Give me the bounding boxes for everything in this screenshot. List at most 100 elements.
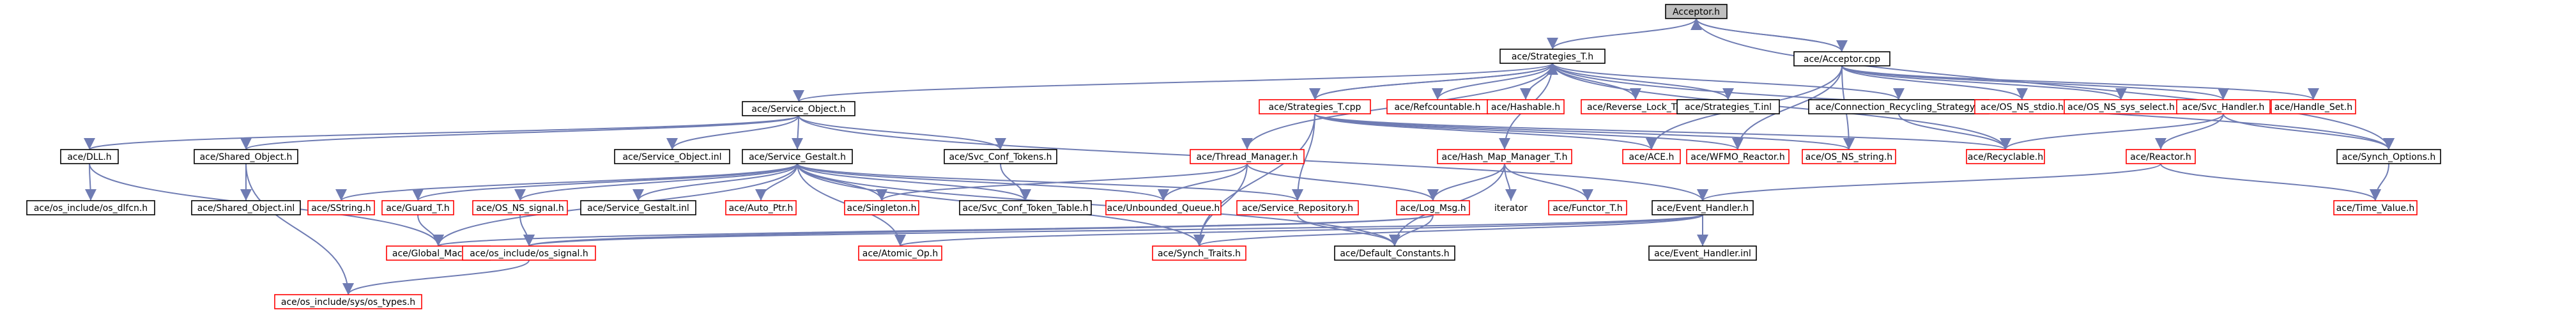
edge-service-object-h-to-shared-object-h [240,115,799,150]
node-label: Acceptor.h [1673,7,1720,17]
node-box [944,149,1057,164]
node-box [1437,149,1572,164]
node-strategies-t-inl[interactable]: ace/Strategies_T.inl [1676,99,1780,114]
edge-svc-handler-h-to-reactor-h [2155,113,2224,150]
node-box [1334,245,1455,261]
node-label: ace/Unbounded_Queue.h [1107,203,1220,213]
edge-hash-map-manager-t-h-to-iterator [1504,163,1517,201]
edge-strategies-t-cpp-to-synch-traits-h [1193,113,1315,247]
node-label: ace/OS_NS_string.h [1805,152,1892,162]
node-os-types-h[interactable]: ace/os_include/sys/os_types.h [274,294,422,309]
node-acceptor-cpp[interactable]: ace/Acceptor.cpp [1793,51,1890,66]
node-auto-ptr-h[interactable]: ace/Auto_Ptr.h [725,200,797,215]
node-box [1485,201,1537,215]
node-hash-map-manager-t-h[interactable]: ace/Hash_Map_Manager_T.h [1437,149,1572,164]
node-os-ns-stdio-h[interactable]: ace/OS_NS_stdio.h [1974,99,2070,114]
node-shared-object-h[interactable]: ace/Shared_Object.h [194,149,298,164]
node-os-ns-string-h[interactable]: ace/OS_NS_string.h [1802,149,1896,164]
node-svc-conf-tokens-h[interactable]: ace/Svc_Conf_Tokens.h [944,149,1057,164]
node-strategies-t-cpp[interactable]: ace/Strategies_T.cpp [1259,99,1371,114]
node-service-gestalt-inl[interactable]: ace/Service_Gestalt.inl [580,200,696,215]
node-reactor-h[interactable]: ace/Reactor.h [2126,149,2196,164]
node-log-msg-h[interactable]: ace/Log_Msg.h [1396,200,1470,215]
node-default-constants-h[interactable]: ace/Default_Constants.h [1334,245,1455,261]
node-iterator[interactable]: iterator [1485,201,1537,215]
node-label: ace/ACE.h [1629,152,1675,162]
node-label: ace/Strategies_T.cpp [1269,102,1361,112]
node-service-object-inl[interactable]: ace/Service_Object.inl [614,149,730,164]
node-box [725,200,797,215]
node-synch-options-h[interactable]: ace/Synch_Options.h [2336,149,2441,164]
node-event-handler-h[interactable]: ace/Event_Handler.h [1652,200,1754,215]
node-thread-manager-h[interactable]: ace/Thread_Manager.h [1190,149,1305,164]
edge-service-gestalt-h-to-sstring-h [335,163,798,201]
edge-strategies-t-h-to-conn-recycling-h [1552,63,1905,100]
node-box [1487,99,1565,114]
node-event-handler-inl[interactable]: ace/Event_Handler.inl [1648,245,1757,261]
node-box [1190,149,1305,164]
node-service-repository-h[interactable]: ace/Service_Repository.h [1236,200,1359,215]
node-os-signal-h[interactable]: ace/os_include/os_signal.h [462,245,596,261]
edge-strategies-t-h-to-service-object-h [793,63,1553,102]
edge-reactor-h-to-event-handler-h [1697,163,2161,201]
node-box [381,200,454,215]
node-synch-traits-h[interactable]: ace/Synch_Traits.h [1152,245,1246,261]
node-box [614,149,730,164]
node-atomic-op-h[interactable]: ace/Atomic_Op.h [858,245,942,261]
node-label: ace/OS_NS_signal.h [476,203,564,213]
node-recyclable-h[interactable]: ace/Recyclable.h [1966,149,2045,164]
edge-strategies-t-cpp-to-strategies-t-h [1314,63,1558,100]
node-guard-t-h[interactable]: ace/Guard_T.h [381,200,454,215]
node-label: ace/os_include/os_signal.h [470,249,588,259]
edge-acceptor-cpp-to-os-ns-sys-select-h [1841,65,2127,100]
node-label: ace/Synch_Options.h [2342,152,2436,162]
node-singleton-h[interactable]: ace/Singleton.h [844,200,919,215]
node-shared-object-inl[interactable]: ace/Shared_Object.inl [191,200,301,215]
node-os-ns-sys-select-h[interactable]: ace/OS_NS_sys_select.h [2064,99,2179,114]
node-label: ace/Strategies_T.h [1512,52,1593,62]
node-label: ace/Reverse_Lock_T.h [1587,102,1684,112]
edge-service-repository-h-to-default-constants-h [1297,214,1400,247]
node-os-dlfcn-h[interactable]: ace/os_include/os_dlfcn.h [26,200,155,215]
node-conn-recycling-h[interactable]: ace/Connection_Recycling_Strategy.h [1808,99,1989,114]
node-label: ace/Handle_Set.h [2274,102,2352,112]
node-reverse-lock-t-h[interactable]: ace/Reverse_Lock_T.h [1581,99,1690,114]
node-os-ns-signal-h[interactable]: ace/OS_NS_signal.h [472,200,568,215]
node-box [1966,149,2045,164]
node-box [1676,99,1780,114]
node-box [1105,200,1222,215]
node-dll-h[interactable]: ace/DLL.h [60,149,119,164]
edge-event-handler-h-to-synch-traits-h [1193,214,1703,247]
node-time-value-h[interactable]: ace/Time_Value.h [2333,200,2418,215]
node-box [1665,4,1728,19]
node-refcountable-h[interactable]: ace/Refcountable.h [1386,99,1489,114]
node-box [1648,245,1757,261]
edge-service-gestalt-h-to-unbounded-queue-h [797,163,1169,201]
node-box [1793,51,1890,66]
node-box [2126,149,2196,164]
node-ace-h[interactable]: ace/ACE.h [1622,149,1681,164]
node-label: ace/Strategies_T.inl [1685,102,1772,112]
node-svc-handler-h[interactable]: ace/Svc_Handler.h [2176,99,2271,114]
edges-layer [84,18,2395,295]
edge-svc-handler-h-to-synch-options-h [2223,113,2395,150]
node-unbounded-queue-h[interactable]: ace/Unbounded_Queue.h [1105,200,1222,215]
node-box [959,200,1092,215]
node-hashable-h[interactable]: ace/Hashable.h [1487,99,1565,114]
node-functor-t-h[interactable]: ace/Functor_T.h [1548,200,1627,215]
node-svc-conf-token-table-h[interactable]: ace/Svc_Conf_Token_Table.h [959,200,1092,215]
node-service-object-h[interactable]: ace/Service_Object.h [742,101,855,116]
edge-svc-handler-h-to-recyclable-h [2000,113,2224,150]
node-strategies-t-h[interactable]: ace/Strategies_T.h [1499,49,1606,64]
node-service-gestalt-h[interactable]: ace/Service_Gestalt.h [742,149,853,164]
node-handle-set-h[interactable]: ace/Handle_Set.h [2271,99,2356,114]
node-label: ace/Synch_Traits.h [1158,249,1241,259]
node-sstring-h[interactable]: ace/SString.h [307,200,375,215]
edge-strategies-t-cpp-to-recyclable-h [1314,113,2011,150]
edge-strategies-t-h-to-strategies-t-inl [1552,63,1734,100]
node-wfmo-reactor-h[interactable]: ace/WFMO_Reactor.h [1686,149,1790,164]
node-acceptor-h[interactable]: Acceptor.h [1665,4,1728,19]
node-label: ace/Auto_Ptr.h [729,203,793,213]
edge-strategies-t-cpp-to-os-ns-string-h [1314,113,1855,150]
